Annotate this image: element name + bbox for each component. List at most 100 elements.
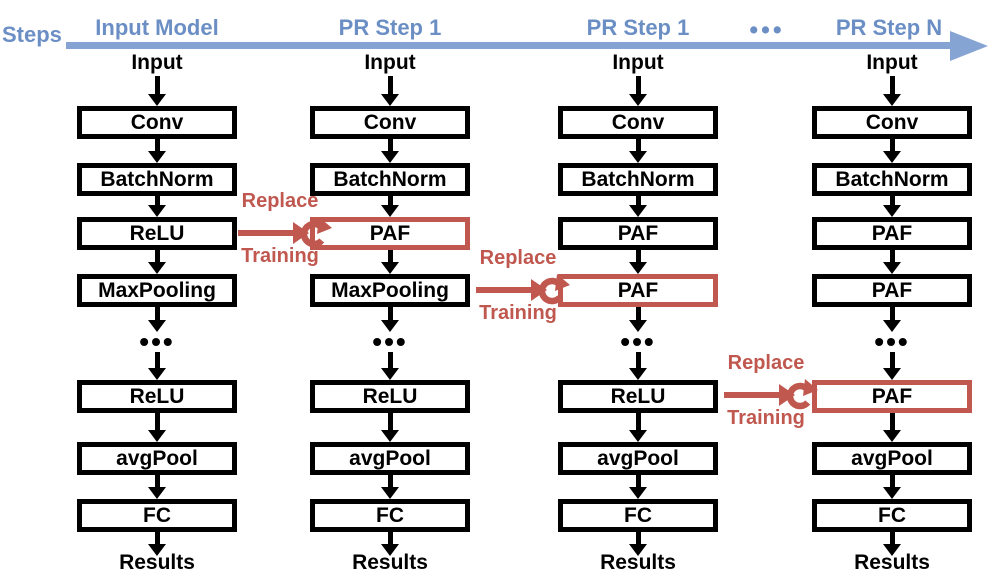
down-arrow-icon (883, 196, 901, 217)
down-arrow-icon (148, 76, 166, 106)
layer-box-conv: Conv (558, 106, 718, 139)
layer-box-relu: ReLU (310, 380, 470, 413)
retraining-cycle-icon (538, 274, 570, 305)
replace-arrow-shaft (238, 230, 296, 236)
layer-box-paf: PAF (812, 274, 972, 307)
input-label: Input (866, 51, 918, 74)
axis-label-pr-step-1: PR Step 1 (338, 15, 442, 40)
input-label: Input (612, 51, 664, 74)
steps-axis-title: Steps (2, 22, 62, 47)
replace-connector-2: Replace Training (468, 247, 570, 327)
hidden-layers-ellipsis: ••• (139, 326, 175, 357)
layer-box-avgpool: avgPool (812, 442, 972, 475)
replace-arrow-shaft (476, 287, 534, 293)
layer-box-batchnorm: BatchNorm (310, 163, 470, 196)
down-arrow-icon (629, 413, 647, 442)
column-4-pr-step-n: Input Conv BatchNorm PAF PAF ••• PAF avg… (812, 50, 972, 576)
replace-arrow-shaft (724, 392, 782, 398)
layer-box-paf: PAF (812, 217, 972, 250)
results-label: Results (352, 551, 428, 574)
layer-box-relu: ReLU (77, 380, 237, 413)
layer-box-conv: Conv (77, 106, 237, 139)
down-arrow-icon (381, 475, 399, 499)
down-arrow-icon (148, 307, 166, 332)
down-arrow-icon (883, 250, 901, 274)
down-arrow-icon (883, 413, 901, 442)
layer-box-paf-replaced: PAF (310, 217, 470, 250)
down-arrow-icon (148, 139, 166, 163)
layer-box-maxpooling: MaxPooling (310, 274, 470, 307)
down-arrow-icon (381, 196, 399, 217)
down-arrow-icon (629, 352, 647, 380)
layer-box-relu: ReLU (558, 380, 718, 413)
column-2-pr-step-1: Input Conv BatchNorm PAF MaxPooling ••• … (310, 50, 470, 576)
down-arrow-icon (148, 250, 166, 274)
down-arrow-icon (148, 413, 166, 442)
replace-label: Replace (479, 247, 557, 269)
replace-connector-1: Replace Training (230, 190, 332, 270)
layer-box-avgpool: avgPool (77, 442, 237, 475)
layer-box-avgpool: avgPool (558, 442, 718, 475)
training-label: Training (479, 302, 557, 324)
results-label: Results (119, 551, 195, 574)
layer-box-paf-replaced: PAF (558, 274, 718, 307)
training-label: Training (727, 407, 805, 429)
down-arrow-icon (883, 352, 901, 380)
layer-box-conv: Conv (310, 106, 470, 139)
down-arrow-icon (381, 413, 399, 442)
axis-ellipsis: ••• (749, 16, 785, 44)
input-label: Input (364, 51, 416, 74)
layer-box-avgpool: avgPool (310, 442, 470, 475)
layer-box-fc: FC (77, 499, 237, 532)
layer-box-batchnorm: BatchNorm (558, 163, 718, 196)
down-arrow-icon (381, 76, 399, 106)
axis-label-input-model: Input Model (95, 15, 219, 40)
down-arrow-icon (381, 307, 399, 332)
layer-box-paf: PAF (558, 217, 718, 250)
down-arrow-icon (629, 532, 647, 556)
training-label: Training (241, 245, 319, 267)
down-arrow-icon (629, 307, 647, 332)
steps-axis-line (66, 42, 954, 49)
layer-box-fc: FC (812, 499, 972, 532)
column-1-input-model: Input Conv BatchNorm ReLU MaxPooling •••… (77, 50, 237, 576)
column-3-pr-step-1: Input Conv BatchNorm PAF PAF ••• ReLU av… (558, 50, 718, 576)
down-arrow-icon (148, 532, 166, 556)
down-arrow-icon (883, 532, 901, 556)
down-arrow-icon (883, 307, 901, 332)
results-label: Results (600, 551, 676, 574)
down-arrow-icon (148, 196, 166, 217)
axis-label-pr-step-n: PR Step N (835, 15, 943, 40)
replace-label: Replace (727, 352, 805, 374)
replace-label: Replace (241, 190, 319, 212)
layer-box-relu: ReLU (77, 217, 237, 250)
hidden-layers-ellipsis: ••• (372, 326, 408, 357)
input-label: Input (131, 51, 183, 74)
layer-box-paf-replaced: PAF (812, 380, 972, 413)
layer-box-batchnorm: BatchNorm (77, 163, 237, 196)
down-arrow-icon (381, 139, 399, 163)
retraining-cycle-icon (300, 217, 332, 248)
layer-box-conv: Conv (812, 106, 972, 139)
down-arrow-icon (148, 352, 166, 380)
layer-box-batchnorm: BatchNorm (812, 163, 972, 196)
layer-box-fc: FC (558, 499, 718, 532)
down-arrow-icon (148, 475, 166, 499)
steps-axis-arrowhead-icon (950, 31, 988, 61)
down-arrow-icon (629, 475, 647, 499)
down-arrow-icon (883, 76, 901, 106)
down-arrow-icon (883, 475, 901, 499)
layer-box-fc: FC (310, 499, 470, 532)
retraining-cycle-icon (786, 379, 818, 410)
replace-connector-3: Replace Training (716, 352, 818, 432)
hidden-layers-ellipsis: ••• (620, 326, 656, 357)
down-arrow-icon (629, 196, 647, 217)
results-label: Results (854, 551, 930, 574)
layer-box-maxpooling: MaxPooling (77, 274, 237, 307)
down-arrow-icon (629, 139, 647, 163)
axis-label-pr-step-1b: PR Step 1 (586, 15, 690, 40)
down-arrow-icon (629, 250, 647, 274)
down-arrow-icon (381, 250, 399, 274)
down-arrow-icon (381, 352, 399, 380)
